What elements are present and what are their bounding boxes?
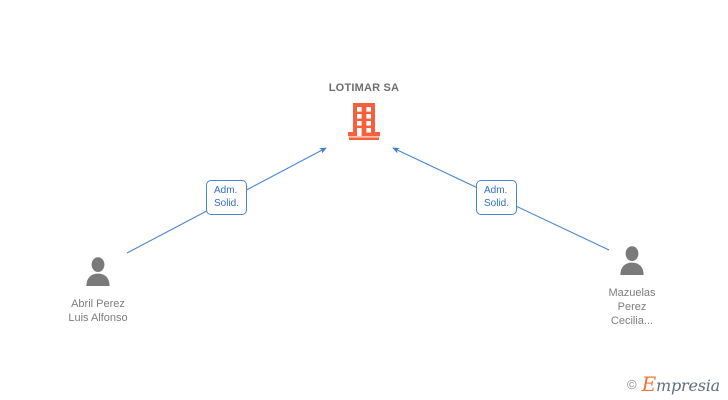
relation-label-left[interactable]: Adm. Solid. (206, 180, 248, 215)
relation-label-line-1: Adm. (214, 185, 238, 196)
person-name-line-1: Mazuelas (608, 287, 656, 299)
person-node-left[interactable]: Abril Perez Luis Alfonso (33, 256, 163, 325)
copyright-icon: © (627, 376, 637, 392)
relation-label-line-2: Solid. (484, 198, 510, 209)
company-node[interactable]: LOTIMAR SA (288, 82, 440, 147)
person-icon[interactable] (84, 256, 112, 286)
person-name-line-3: Cecilia... (610, 315, 654, 327)
brand-initial: E (641, 372, 657, 396)
person-name-line-2: Luis Alfonso (68, 312, 128, 324)
person-name-line-2: Perez (617, 301, 647, 313)
building-icon[interactable] (347, 102, 381, 142)
company-title: LOTIMAR SA (328, 82, 400, 94)
person-name-right: Mazuelas Perez Cecilia... (567, 286, 697, 328)
brand-rest: mpresia (656, 376, 720, 395)
person-icon[interactable] (618, 245, 646, 275)
relation-label-right[interactable]: Adm. Solid. (476, 180, 518, 215)
watermark: © Empresia (627, 374, 720, 394)
person-node-right[interactable]: Mazuelas Perez Cecilia... (567, 245, 697, 328)
relation-label-line-2: Solid. (214, 198, 240, 209)
person-name-left: Abril Perez Luis Alfonso (33, 297, 163, 325)
person-name-line-1: Abril Perez (71, 298, 125, 310)
relation-label-line-1: Adm. (484, 185, 508, 196)
brand-logo: Empresia (641, 372, 721, 396)
